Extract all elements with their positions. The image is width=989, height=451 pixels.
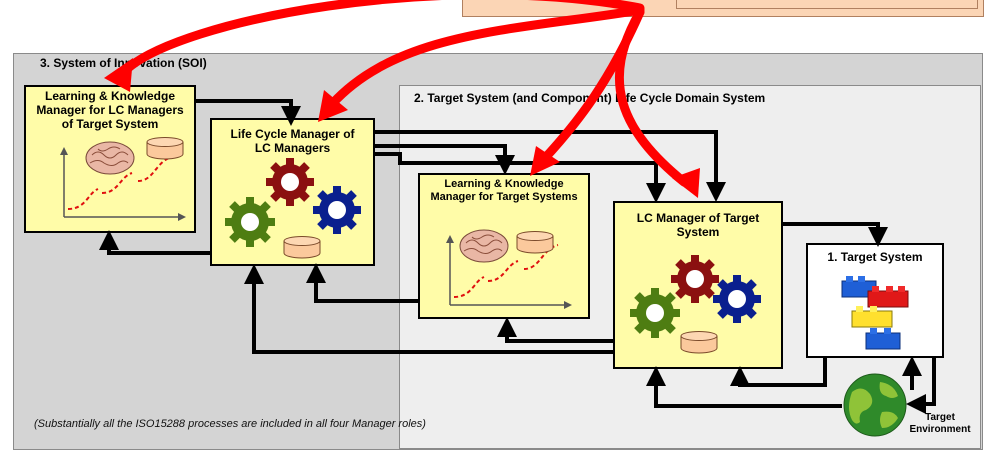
target-system-title: 1. Target System xyxy=(827,250,923,264)
soi-region-title: 3. System of Innovation (SOI) xyxy=(40,56,207,70)
database-icon xyxy=(680,331,718,354)
lc-manager-target-title: LC Manager of Target System xyxy=(636,211,760,239)
database-icon xyxy=(146,137,184,160)
gear-cluster-icon xyxy=(630,255,761,354)
lego-bricks-icon xyxy=(841,276,909,350)
header-inner-panel xyxy=(676,0,978,9)
lc-manager-target-box: LC Manager of Target System xyxy=(613,201,783,369)
gear-cluster-icon xyxy=(225,158,361,259)
gear-icon xyxy=(266,158,314,206)
target-environment-label: Target Environment xyxy=(909,412,971,435)
brain-icon xyxy=(85,141,135,175)
gear-icon xyxy=(671,255,719,303)
domain-region-title: 2. Target System (and Component) Life Cy… xyxy=(414,91,766,105)
brain-icon xyxy=(459,229,509,263)
target-system-box: 1. Target System xyxy=(806,243,944,358)
gear-icon xyxy=(225,197,275,247)
lk-lc-managers-title: Learning & Knowledge Manager for LC Mana… xyxy=(36,89,184,131)
lc-manager-of-lc-managers-box: Life Cycle Manager of LC Managers xyxy=(210,118,375,266)
gear-icon xyxy=(630,288,680,338)
gear-icon xyxy=(313,186,361,234)
lk-target-systems-title: Learning & Knowledge Manager for Target … xyxy=(430,178,578,203)
lc-manager-of-lc-managers-title: Life Cycle Manager of LC Managers xyxy=(230,127,355,155)
footnote: (Substantially all the ISO15288 processe… xyxy=(34,418,426,430)
earth-globe-icon xyxy=(843,373,907,437)
gear-icon xyxy=(713,275,761,323)
lk-lc-managers-box: Learning & Knowledge Manager for LC Mana… xyxy=(24,85,196,233)
lk-target-systems-box: Learning & Knowledge Manager for Target … xyxy=(418,173,590,319)
database-icon xyxy=(283,236,321,259)
database-icon xyxy=(516,231,554,254)
